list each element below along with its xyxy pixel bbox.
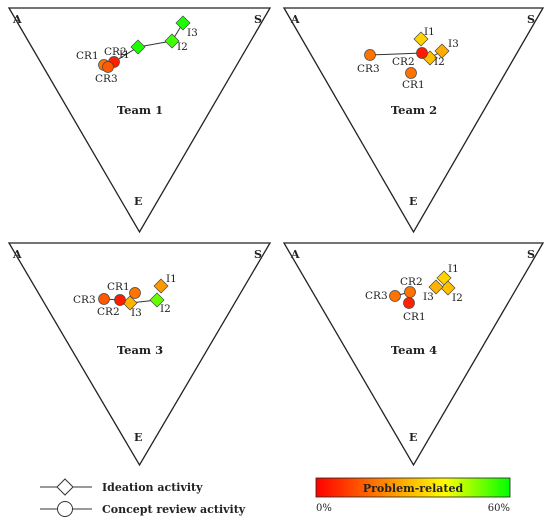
point-label-cr3: CR3: [357, 63, 380, 75]
corner-label-e: E: [134, 195, 142, 208]
concept-review-circle-marker-cr3: [98, 293, 110, 305]
corner-label-s: S: [527, 13, 535, 26]
point-label-cr1: CR1: [107, 281, 130, 293]
problem-related-colorbar: Problem-related 0% 60%: [315, 477, 511, 514]
concept-review-circle-marker-cr3: [389, 290, 401, 302]
point-label-cr2: CR2: [97, 306, 120, 318]
point-label-i2: I2: [434, 56, 445, 68]
team-title: Team 3: [117, 343, 163, 357]
point-label-cr2: CR2: [392, 56, 415, 68]
corner-label-e: E: [134, 431, 142, 444]
ideation-diamond-marker-i2: [164, 33, 180, 49]
ideation-diamond-marker-i1: [153, 278, 169, 294]
point-label-cr1: CR1: [76, 50, 99, 62]
corner-label-e: E: [409, 195, 417, 208]
corner-label-a: A: [290, 13, 300, 26]
point-label-cr3: CR3: [73, 294, 96, 306]
ideation-diamond-marker-i1: [413, 31, 429, 47]
concept-review-circle-marker-cr3: [364, 49, 376, 61]
team-title: Team 1: [117, 103, 163, 117]
corner-label-a: A: [12, 248, 22, 261]
concept-review-circle-marker-cr2: [416, 47, 428, 59]
corner-label-s: S: [254, 13, 262, 26]
ideation-diamond-marker-i3: [428, 279, 444, 295]
point-label-i1: I1: [448, 263, 459, 275]
legend-ideation-label: Ideation activity: [102, 481, 203, 494]
legend-concept-review-label: Concept review activity: [102, 503, 246, 516]
ternary-triangle: [7, 7, 272, 234]
activity-link-line: [369, 52, 423, 56]
concept-review-circle-marker-cr2: [404, 286, 416, 298]
colorbar-gradient: [315, 477, 511, 498]
concept-review-circle-marker-cr1: [403, 297, 415, 309]
ideation-diamond-marker-i3: [175, 15, 191, 31]
point-label-i3: I3: [423, 291, 434, 303]
corner-label-e: E: [409, 431, 417, 444]
point-label-i3: I3: [131, 307, 142, 319]
corner-label-s: S: [254, 248, 262, 261]
legend-ideation-diamond: [56, 478, 74, 496]
colorbar-min-label: 0%: [316, 503, 332, 514]
ternary-triangle: [282, 242, 545, 467]
ideation-diamond-marker-i2: [149, 292, 165, 308]
point-label-i2: I2: [452, 292, 463, 304]
point-label-i3: I3: [187, 27, 198, 39]
point-label-cr2: CR2: [400, 276, 423, 288]
ideation-diamond-marker-i3: [434, 43, 450, 59]
team-title: Team 4: [391, 343, 437, 357]
concept-review-circle-marker-cr3: [102, 61, 114, 73]
point-label-i2: I2: [177, 41, 188, 53]
ideation-diamond-marker-i1: [130, 39, 146, 55]
point-label-i1: I1: [119, 49, 130, 61]
concept-review-circle-marker-cr1: [405, 67, 417, 79]
point-label-i2: I2: [160, 303, 171, 315]
legend-concept-review-circle: [57, 501, 73, 517]
point-label-cr3: CR3: [365, 290, 388, 302]
point-label-i1: I1: [166, 273, 177, 285]
point-label-cr1: CR1: [402, 79, 425, 91]
corner-label-a: A: [290, 248, 300, 261]
point-label-i3: I3: [448, 38, 459, 50]
concept-review-circle-marker-cr2: [114, 294, 126, 306]
ternary-triangle: [7, 242, 272, 467]
point-label-cr1: CR1: [403, 311, 426, 323]
point-label-i1: I1: [424, 26, 435, 38]
team-title: Team 2: [391, 103, 437, 117]
shape-legend: Ideation activity Concept review activit…: [40, 478, 246, 517]
point-label-cr2: CR2: [104, 46, 127, 58]
ideation-diamond-marker-i2: [440, 280, 456, 296]
concept-review-circle-marker-cr1: [129, 287, 141, 299]
ternary-triangle: [282, 7, 545, 234]
corner-label-a: A: [12, 13, 22, 26]
colorbar-max-label: 60%: [488, 503, 510, 514]
colorbar-title: Problem-related: [363, 482, 464, 495]
point-label-cr3: CR3: [95, 73, 118, 85]
corner-label-s: S: [527, 248, 535, 261]
